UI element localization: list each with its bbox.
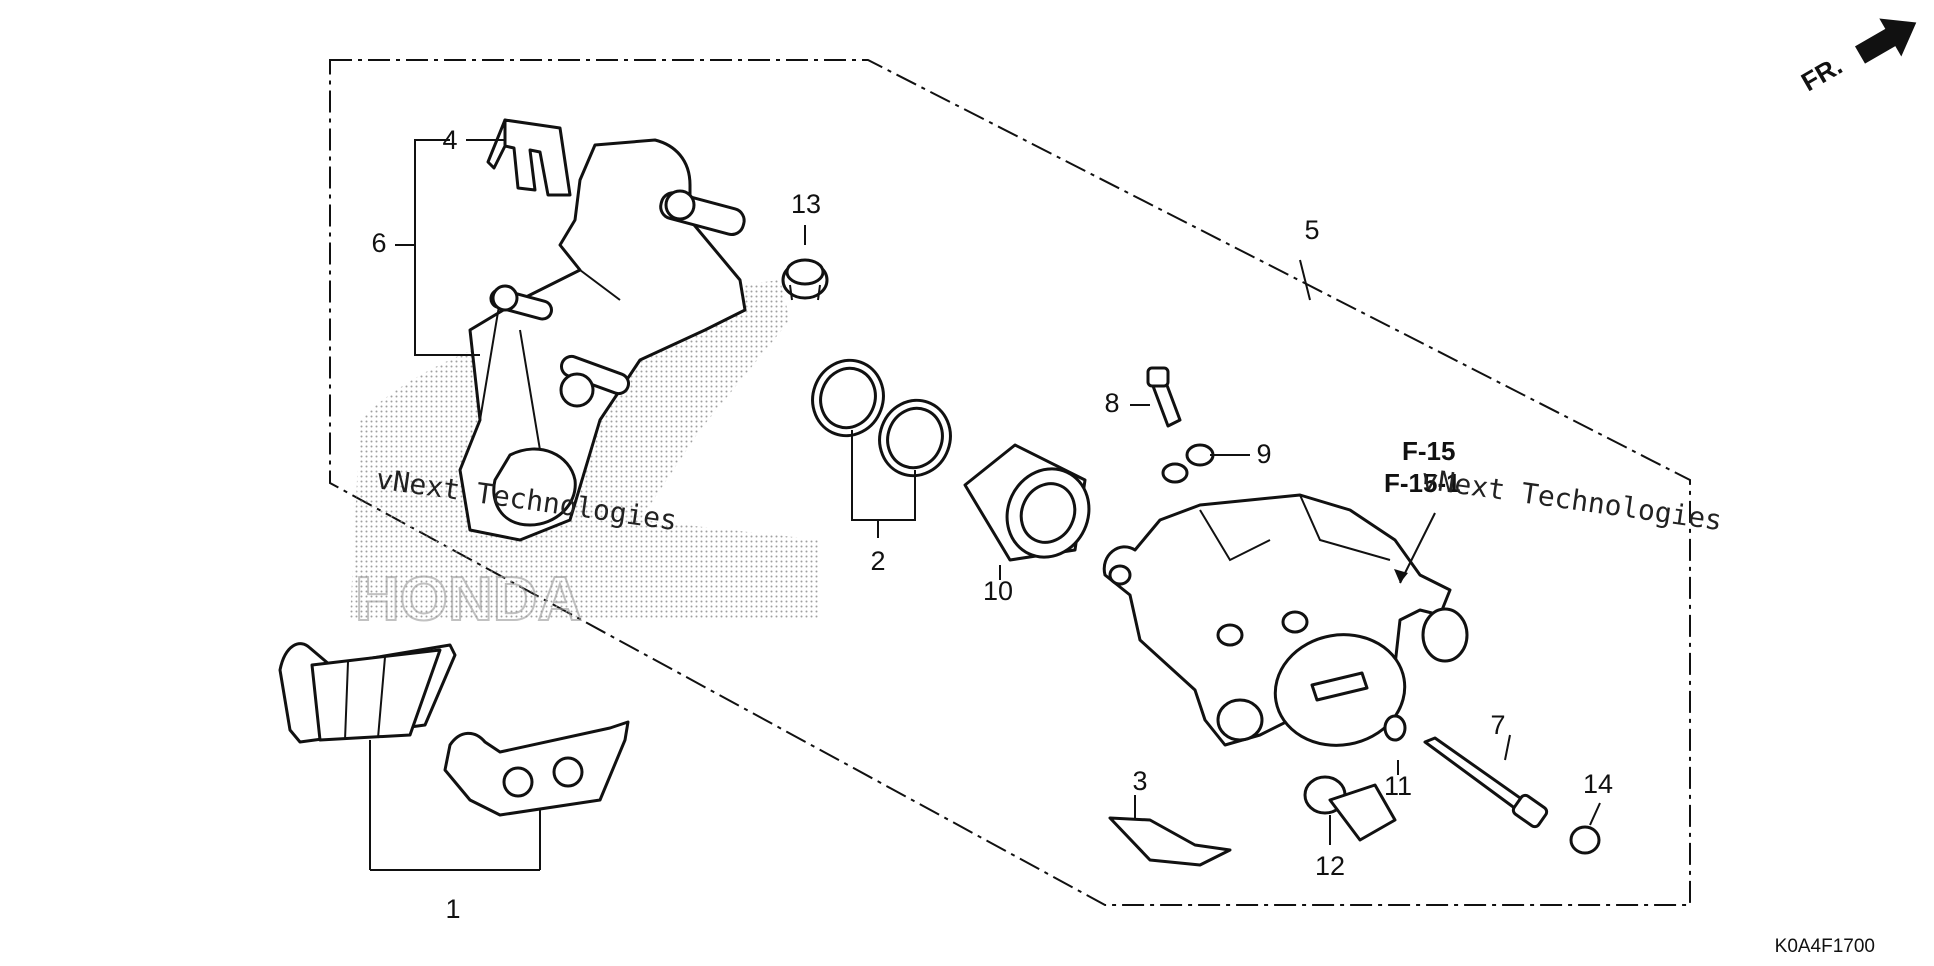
pin-nut [1383,714,1407,742]
slide-pin [1303,775,1397,842]
pin-bolt [1423,736,1549,829]
bleeder-cap [781,258,829,301]
caliper-body [1102,493,1469,747]
pad-retainer [1108,816,1232,867]
callout-3: 3 [1132,766,1147,796]
brake-pad-front [278,642,457,744]
callout-7: 7 [1490,710,1505,740]
bleeder-washer [1161,443,1215,484]
brand-watermark: HONDA [355,565,582,634]
reference-label-f15: F-15 [1402,436,1455,466]
callout-4: 4 [442,125,457,155]
callout-9: 9 [1256,439,1271,469]
caliper-bracket [458,138,747,542]
callout-2: 2 [870,546,885,576]
piston-seals [811,358,952,478]
callout-1: 1 [445,894,460,924]
pin-plug [1569,825,1601,855]
callout-5: 5 [1304,215,1319,245]
callout-13: 13 [791,189,821,219]
brake-pad-rear [443,720,630,817]
callout-6: 6 [371,228,386,258]
direction-label: FR. [1796,50,1847,97]
leader-lines [369,139,1601,871]
diagram-code: K0A4F1700 [1775,936,1875,957]
callout-11: 11 [1384,771,1412,801]
pad-spring [486,118,572,197]
callout-12: 12 [1315,851,1345,881]
assembly-boundary [329,59,1691,906]
callout-10: 10 [983,576,1013,606]
reference-label-f15-1: F-15-1 [1384,468,1461,498]
callout-14: 14 [1583,769,1613,799]
caliper-piston [963,443,1091,562]
front-direction-arrow [1855,18,1917,64]
bleeder-screw [1146,366,1182,428]
callout-8: 8 [1104,388,1119,418]
